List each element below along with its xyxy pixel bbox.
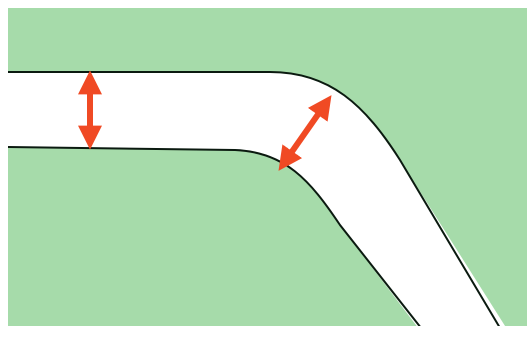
- bottom-margin: [0, 326, 529, 337]
